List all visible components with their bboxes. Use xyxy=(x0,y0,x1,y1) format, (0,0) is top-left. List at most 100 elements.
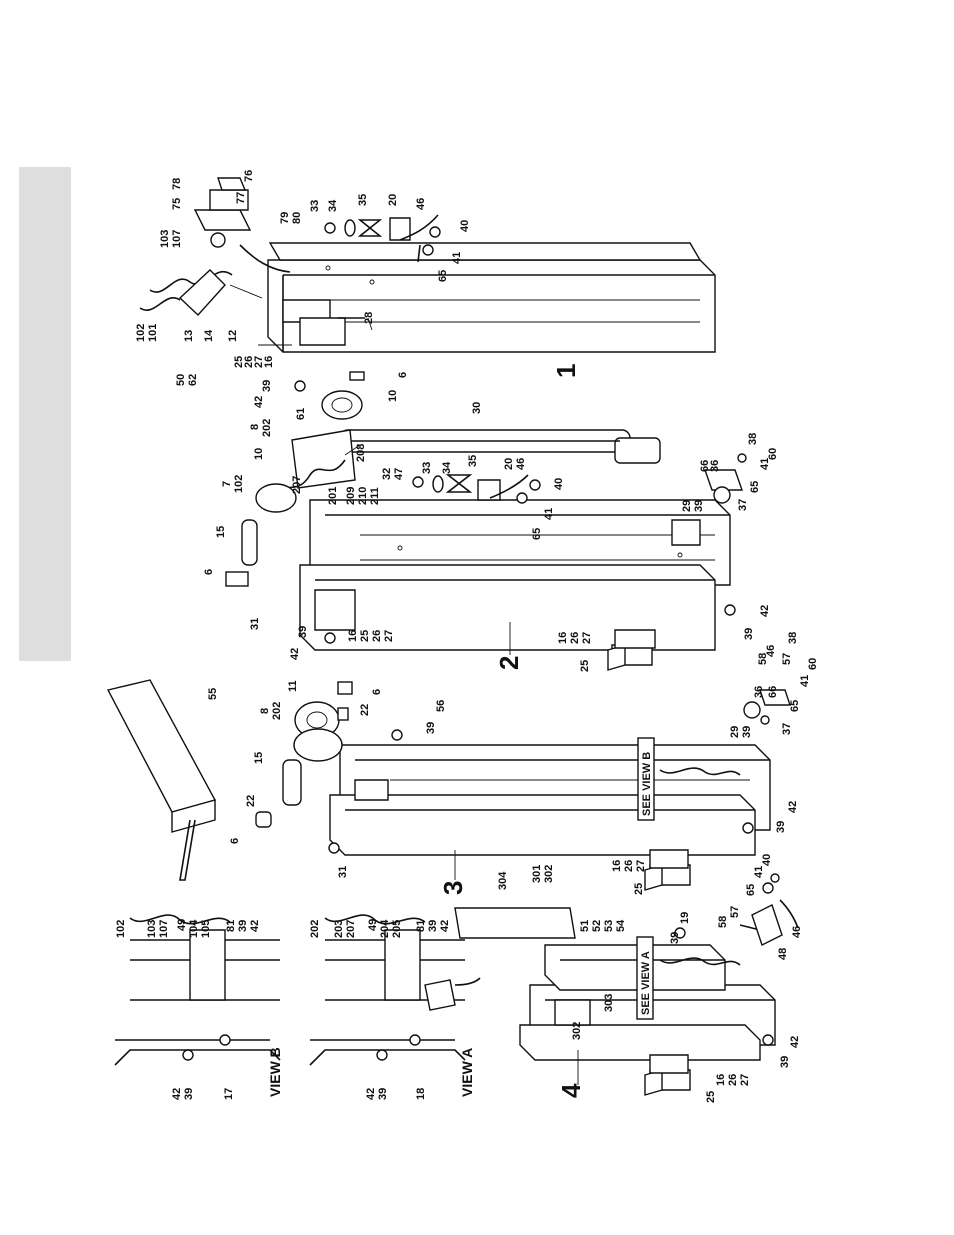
part-label: 47 xyxy=(393,468,405,480)
part-label: 16 xyxy=(263,356,275,368)
part-label: 48 xyxy=(777,948,789,960)
part-label: 15 xyxy=(215,526,227,538)
part-label: 304 xyxy=(497,871,509,890)
assembly-2-hardware xyxy=(412,453,747,504)
part-label: 81 xyxy=(415,920,427,932)
view-a-title: VIEW A xyxy=(459,1048,475,1097)
part-label: 65 xyxy=(531,528,543,540)
assembly-2-labels: 8 202 10 7 102 15 6 208 30 32 47 207 201… xyxy=(203,402,779,672)
part-label: 22 xyxy=(245,795,257,807)
part-label: 33 xyxy=(309,200,321,212)
assembly-1-switch xyxy=(193,177,291,273)
part-label: 41 xyxy=(753,866,765,878)
assembly-number-4: 4 xyxy=(556,1083,586,1098)
part-label: 20 xyxy=(387,194,399,206)
part-label: 19 xyxy=(679,912,691,924)
part-label: 41 xyxy=(543,508,555,520)
part-label: 13 xyxy=(183,330,195,342)
assembly-2-cylinder xyxy=(339,429,661,464)
part-label: 28 xyxy=(363,312,375,324)
part-label: 65 xyxy=(745,884,757,896)
part-label: 26 xyxy=(623,860,635,872)
part-label: 76 xyxy=(243,170,255,182)
part-label: 39 xyxy=(693,500,705,512)
part-label: 42 xyxy=(171,1088,183,1100)
part-label: 60 xyxy=(767,448,779,460)
part-label: 39 xyxy=(775,821,787,833)
part-label: 102 xyxy=(115,920,127,938)
part-label: 6 xyxy=(229,838,241,844)
page-edge-tab xyxy=(19,167,71,661)
part-label: 39 xyxy=(183,1088,195,1100)
part-label: 56 xyxy=(435,700,447,712)
part-label: 16 xyxy=(611,860,623,872)
part-label: 26 xyxy=(371,630,383,642)
see-view-b-callout: SEE VIEW B xyxy=(637,737,655,821)
assembly-3-hardware xyxy=(328,689,791,854)
part-label: 75 xyxy=(171,198,183,210)
part-label: 46 xyxy=(415,198,427,210)
assembly-number-2: 2 xyxy=(494,656,524,670)
part-label: 20 xyxy=(503,458,515,470)
part-label: 42 xyxy=(249,920,261,932)
part-label: 30 xyxy=(471,402,483,414)
part-label: 31 xyxy=(337,866,349,878)
view-a-labels: 202 203 207 49 204 205 81 39 42 42 39 18 xyxy=(309,919,451,1100)
part-label: 40 xyxy=(761,854,773,866)
part-label: 39 xyxy=(297,626,309,638)
part-label: 66 xyxy=(699,460,711,472)
part-label: 101 xyxy=(147,324,159,342)
part-label: 42 xyxy=(253,396,265,408)
part-label: 29 xyxy=(729,726,741,738)
part-label: 27 xyxy=(581,632,593,644)
assembly-1-labels: 76 78 77 75 79 80 33 34 35 20 46 40 41 6… xyxy=(135,170,471,420)
part-label: 25 xyxy=(705,1091,717,1103)
part-label: 42 xyxy=(439,920,451,932)
view-b-labels: 102 103 107 49 104 105 81 39 42 42 39 17 xyxy=(115,919,261,1100)
part-label: 62 xyxy=(187,374,199,386)
part-label: 303 xyxy=(603,994,615,1012)
part-label: 302 xyxy=(543,865,555,883)
part-label: 39 xyxy=(741,726,753,738)
part-label: 301 xyxy=(531,865,543,883)
assembly-1-hardware xyxy=(324,214,441,319)
part-label: 11 xyxy=(287,680,299,692)
part-label: 37 xyxy=(781,723,793,735)
assembly-number-1: 1 xyxy=(551,364,581,378)
part-label: 49 xyxy=(367,919,379,931)
view-b-title: VIEW B xyxy=(267,1047,283,1097)
part-label: 41 xyxy=(759,458,771,470)
assembly-4-cover-plate xyxy=(454,907,576,939)
assembly-1-chain-bracket xyxy=(139,269,263,317)
part-label: 42 xyxy=(789,1036,801,1048)
assembly-number-3: 3 xyxy=(438,881,468,895)
part-label: 12 xyxy=(227,330,239,342)
part-label: 6 xyxy=(397,372,409,378)
assembly-3-foot-pads xyxy=(644,849,691,891)
part-label: 60 xyxy=(807,658,819,670)
part-label: 39 xyxy=(743,628,755,640)
part-label: 42 xyxy=(759,605,771,617)
part-label: 202 xyxy=(309,920,321,938)
assembly-3-head xyxy=(255,681,403,828)
assembly-3-labels: 55 11 8 202 6 22 15 22 6 56 39 58 57 46 … xyxy=(207,632,819,895)
part-label: 53 xyxy=(603,920,615,932)
part-label: 14 xyxy=(203,329,215,342)
part-label: 8 xyxy=(259,708,271,714)
part-label: 27 xyxy=(635,860,647,872)
part-label: 52 xyxy=(591,920,603,932)
part-label: 79 xyxy=(279,212,291,224)
part-label: 65 xyxy=(789,700,801,712)
part-label: 27 xyxy=(383,630,395,642)
part-label: 36 xyxy=(753,686,765,698)
part-label: 208 xyxy=(355,444,367,462)
part-label: 35 xyxy=(467,455,479,467)
assembly-4-foot-pads xyxy=(644,1054,691,1096)
assembly-1-column xyxy=(267,242,716,353)
part-label: 10 xyxy=(387,390,399,402)
assembly-3-cover xyxy=(106,679,217,881)
part-label: 54 xyxy=(615,919,627,932)
part-label: 207 xyxy=(345,920,357,938)
part-label: 204 xyxy=(379,919,391,938)
